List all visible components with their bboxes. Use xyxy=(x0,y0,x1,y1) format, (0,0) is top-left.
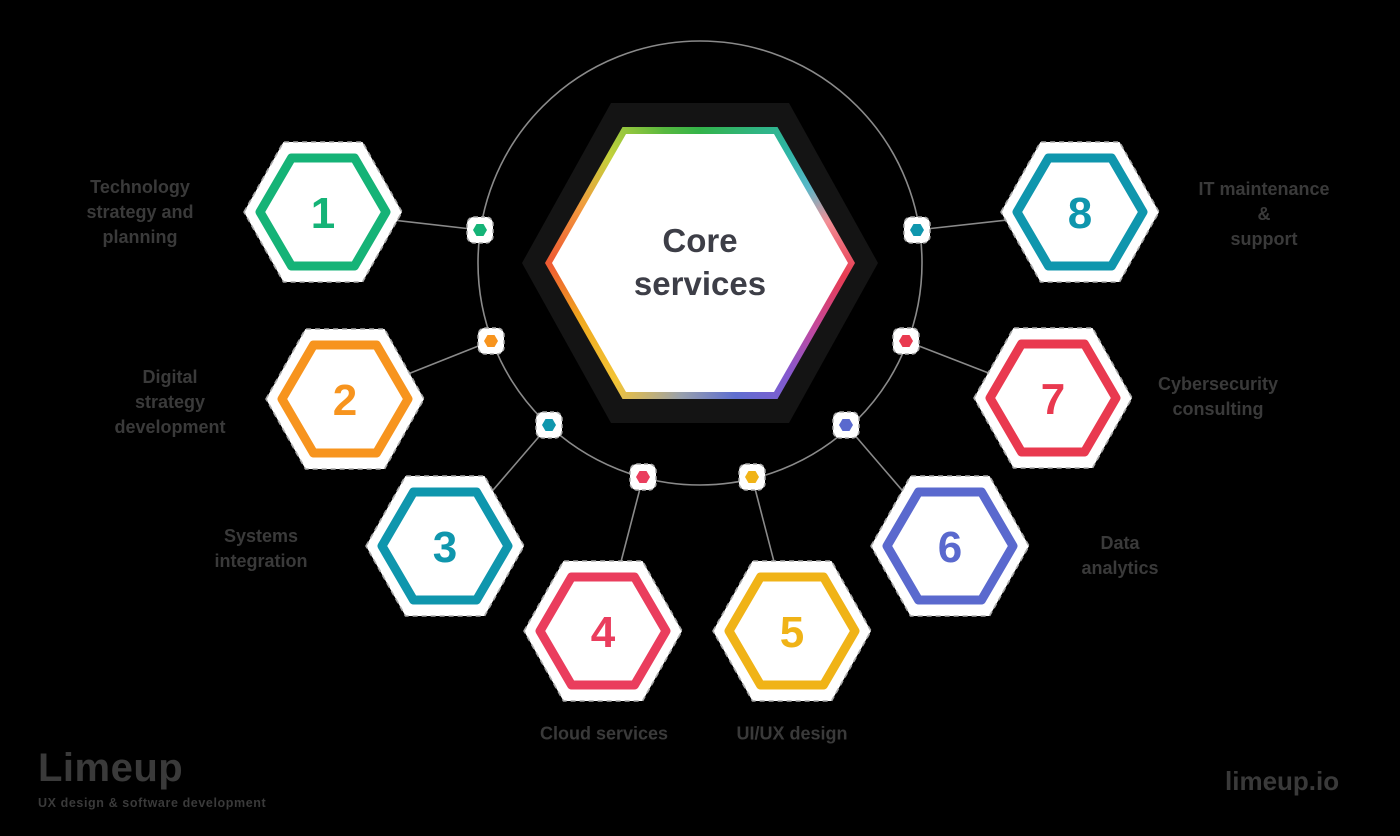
logo-tagline: UX design & software development xyxy=(38,796,267,810)
limeup-logo: Limeup UX design & software development xyxy=(38,746,266,810)
hexagon-icon xyxy=(484,335,498,347)
service-label-8: IT maintenance & support xyxy=(1198,178,1330,249)
service-label-4: Cloud services xyxy=(539,723,669,744)
service-number: 1 xyxy=(311,189,335,238)
hexagon-border xyxy=(882,487,1018,605)
service-number: 5 xyxy=(780,608,804,657)
hexagon-icon xyxy=(542,419,556,431)
service-number: 2 xyxy=(333,376,357,425)
service-hexagon-4: 4 xyxy=(523,560,683,702)
service-label-1: Technology strategy and planning xyxy=(86,176,194,247)
hexagon-icon xyxy=(839,419,853,431)
service-number: 4 xyxy=(591,608,616,657)
hexagon-border xyxy=(724,572,860,690)
service-hexagon-1: 1 xyxy=(243,141,403,283)
hexagon-icon xyxy=(473,224,487,236)
connector-node-5 xyxy=(738,463,766,491)
service-label-6: Data analytics xyxy=(1081,533,1159,578)
service-number: 6 xyxy=(938,523,962,572)
service-hexagon-6: 6 xyxy=(870,475,1030,617)
logo-wordmark: Limeup xyxy=(38,746,184,790)
center-hexagon: Core services xyxy=(545,127,855,399)
service-hexagon-5: 5 xyxy=(712,560,872,702)
service-hexagon-2: 2 xyxy=(265,328,425,470)
connector-node-3 xyxy=(535,411,563,439)
website-url: limeup.io xyxy=(1225,766,1340,796)
diagram-title: Core services xyxy=(633,222,767,302)
connector-node-8 xyxy=(903,216,931,244)
hexagon-icon xyxy=(899,335,913,347)
service-hexagon-8: 8 xyxy=(1000,141,1160,283)
connector-node-1 xyxy=(466,216,494,244)
hexagon-border xyxy=(1012,153,1148,271)
service-number: 8 xyxy=(1068,189,1092,238)
service-number: 7 xyxy=(1041,375,1065,424)
connector-node-4 xyxy=(629,463,657,491)
hexagon-border xyxy=(535,572,671,690)
service-hexagon-3: 3 xyxy=(365,475,525,617)
hexagon-icon xyxy=(910,224,924,236)
service-label-2: Digital strategy development xyxy=(114,366,226,437)
hexagon-border xyxy=(277,340,413,458)
orbit-circle xyxy=(477,40,923,486)
connector-node-6 xyxy=(832,411,860,439)
service-label-7: Cybersecurity consulting xyxy=(1157,374,1279,419)
service-number: 3 xyxy=(433,523,457,572)
service-hexagon-7: 7 xyxy=(973,327,1133,469)
hexagon-border xyxy=(255,153,391,271)
hexagon-icon xyxy=(636,471,650,483)
hexagon-border xyxy=(377,487,513,605)
hexagon-border xyxy=(985,339,1121,457)
service-label-3: Systems integration xyxy=(214,526,308,571)
connector-node-2 xyxy=(477,327,505,355)
service-label-5: UI/UX design xyxy=(736,723,848,744)
connector-node-7 xyxy=(892,327,920,355)
hexagon-icon xyxy=(745,471,759,483)
